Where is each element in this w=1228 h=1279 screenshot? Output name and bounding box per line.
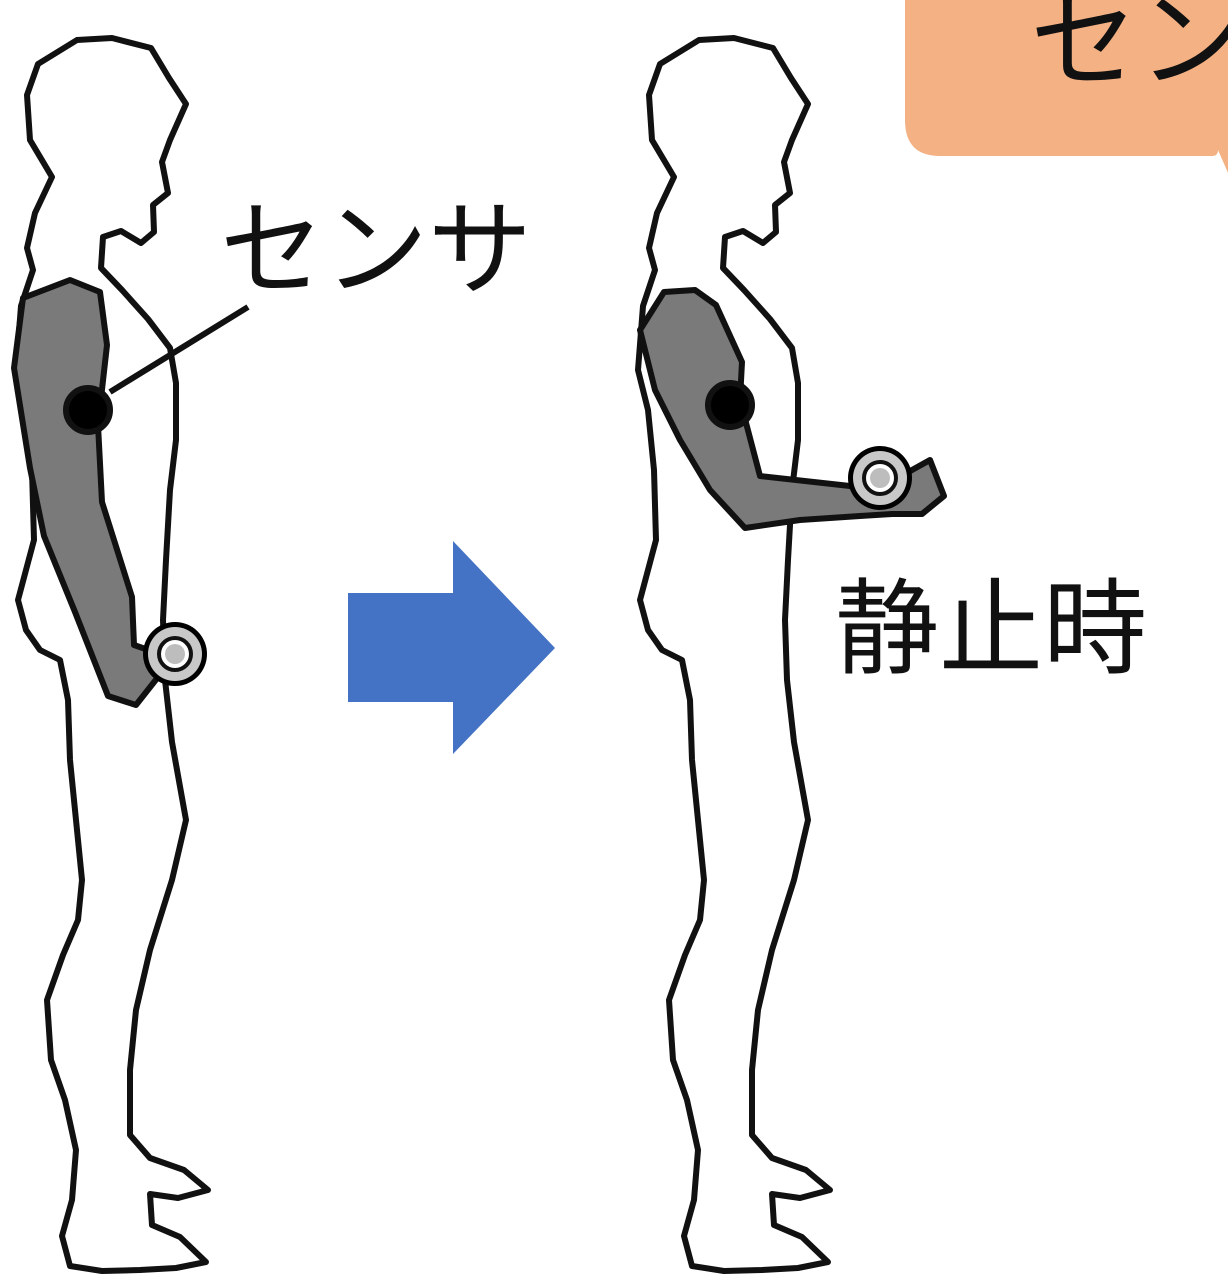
dumbbell-right	[848, 446, 912, 510]
sensor-dot-left	[66, 388, 110, 432]
sensor-dot-right	[708, 383, 752, 427]
figure-left	[14, 38, 248, 1271]
dumbbell-left	[143, 622, 207, 686]
callout-box: セン	[905, 0, 1228, 200]
sensor-label: センサ	[220, 189, 532, 311]
callout-text: セン	[1030, 0, 1228, 104]
body-outline-right	[638, 38, 830, 1271]
static-state-label: 静止時	[835, 568, 1147, 690]
transition-arrow	[348, 541, 555, 754]
